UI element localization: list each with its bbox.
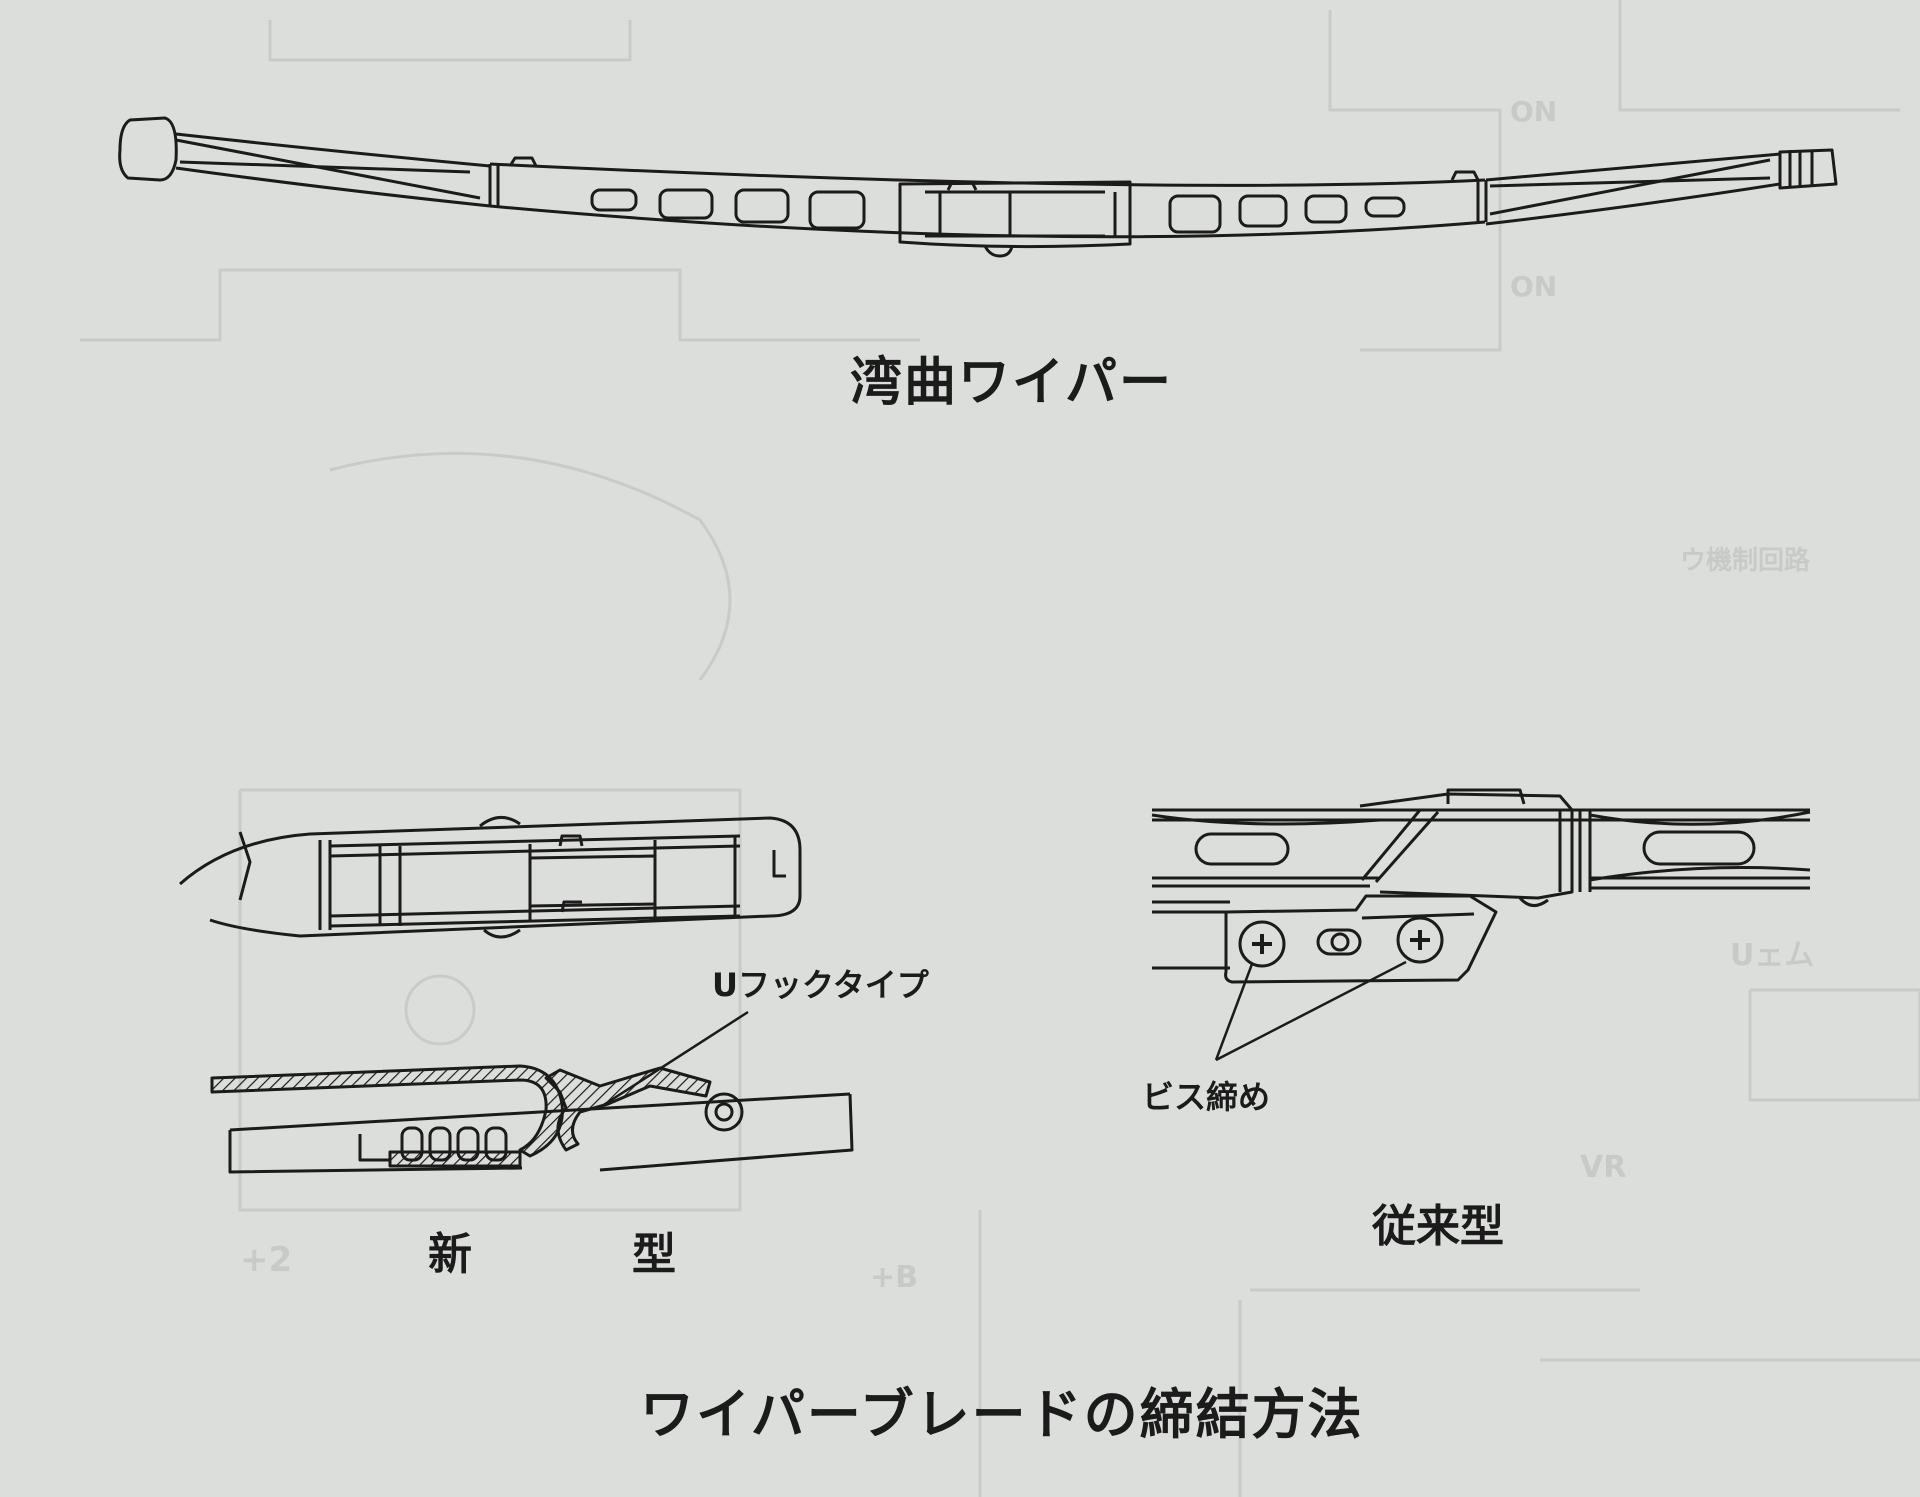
curved-wiper-title: 湾曲ワイパー <box>850 353 1173 413</box>
curved-wiper-illustration <box>118 116 1838 258</box>
figure-caption: ワイパーブレードの締結方法 <box>640 1383 1364 1446</box>
conventional-type-label: 従来型 <box>1372 1201 1504 1252</box>
screw-callout-lines <box>1214 960 1407 1062</box>
conventional-type-illustration <box>1151 788 1811 984</box>
new-type-label: 新 型 <box>428 1229 734 1280</box>
new-type-section-view <box>210 1064 854 1174</box>
u-hook-type-callout: Uフックタイプ <box>712 966 929 1004</box>
new-type-top-view <box>179 816 802 939</box>
screw-fastening-callout: ビス締め <box>1142 1078 1271 1116</box>
